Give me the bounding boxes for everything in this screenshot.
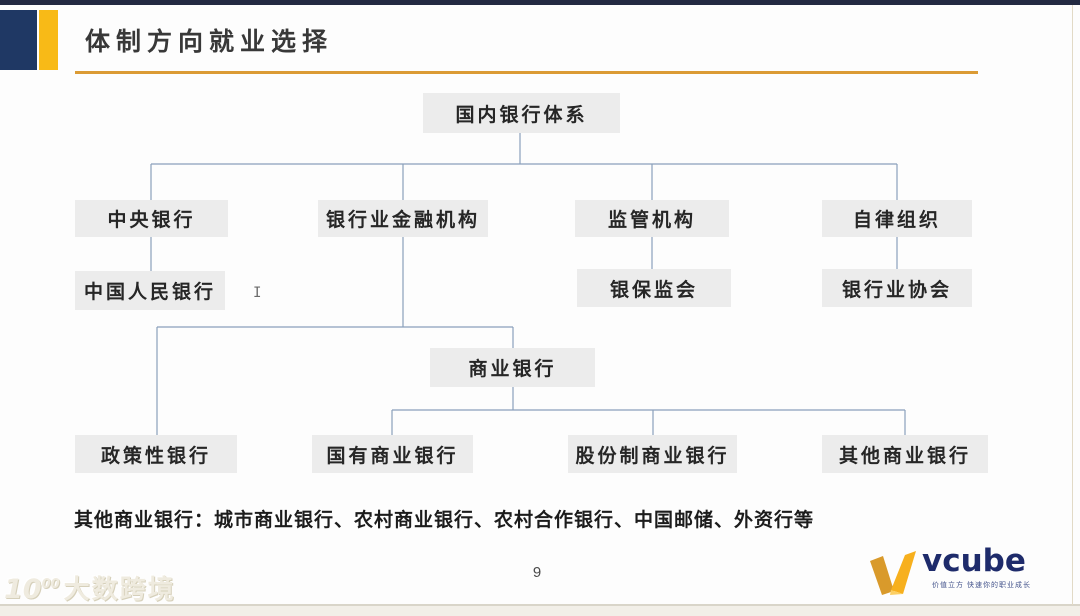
node-joint-stock-commercial-banks: 股份制商业银行 xyxy=(568,435,737,473)
slide-top-strip xyxy=(0,0,1080,5)
brand-logo: vcube 价值立方 快速你的职业成长 xyxy=(868,543,1038,595)
footnote-other-commercial-banks: 其他商业银行：城市商业银行、农村商业银行、农村合作银行、中国邮储、外资行等 xyxy=(74,510,815,531)
bottom-divider-line xyxy=(0,604,1080,606)
node-cbirc: 银保监会 xyxy=(577,269,731,307)
brand-tagline: 价值立方 快速你的职业成长 xyxy=(932,582,1031,589)
node-banking-financial-institutions: 银行业金融机构 xyxy=(318,200,488,237)
node-banking-association: 银行业协会 xyxy=(822,269,972,307)
node-self-regulatory-organizations: 自律组织 xyxy=(822,200,972,237)
node-regulatory-agencies: 监管机构 xyxy=(575,200,729,237)
page-title: 体制方向就业选择 xyxy=(85,29,334,56)
text-cursor-artifact: I xyxy=(253,285,262,301)
node-state-owned-commercial-banks: 国有商业银行 xyxy=(312,435,473,473)
node-central-bank: 中央银行 xyxy=(75,200,228,237)
watermark-dashukuajing: 1000 大数跨境 xyxy=(4,576,176,605)
page-number: 9 xyxy=(532,564,542,581)
vcube-logo-icon xyxy=(870,551,916,595)
node-commercial-banks: 商业银行 xyxy=(430,348,595,387)
brand-wordmark: vcube xyxy=(922,543,1026,579)
corner-accent-navy xyxy=(0,10,37,70)
bottom-edge-strip xyxy=(0,606,1080,616)
right-edge-line xyxy=(1072,5,1073,605)
node-peoples-bank-of-china: 中国人民银行 xyxy=(75,271,225,310)
node-policy-banks: 政策性银行 xyxy=(75,435,237,473)
watermark-ten-power-hundred-icon: 1000 xyxy=(4,574,60,605)
node-other-commercial-banks: 其他商业银行 xyxy=(822,435,988,473)
watermark-text: 大数跨境 xyxy=(63,575,176,605)
node-domestic-banking-system: 国内银行体系 xyxy=(423,93,620,133)
corner-accent-yellow xyxy=(39,10,58,70)
title-underline xyxy=(75,71,978,74)
